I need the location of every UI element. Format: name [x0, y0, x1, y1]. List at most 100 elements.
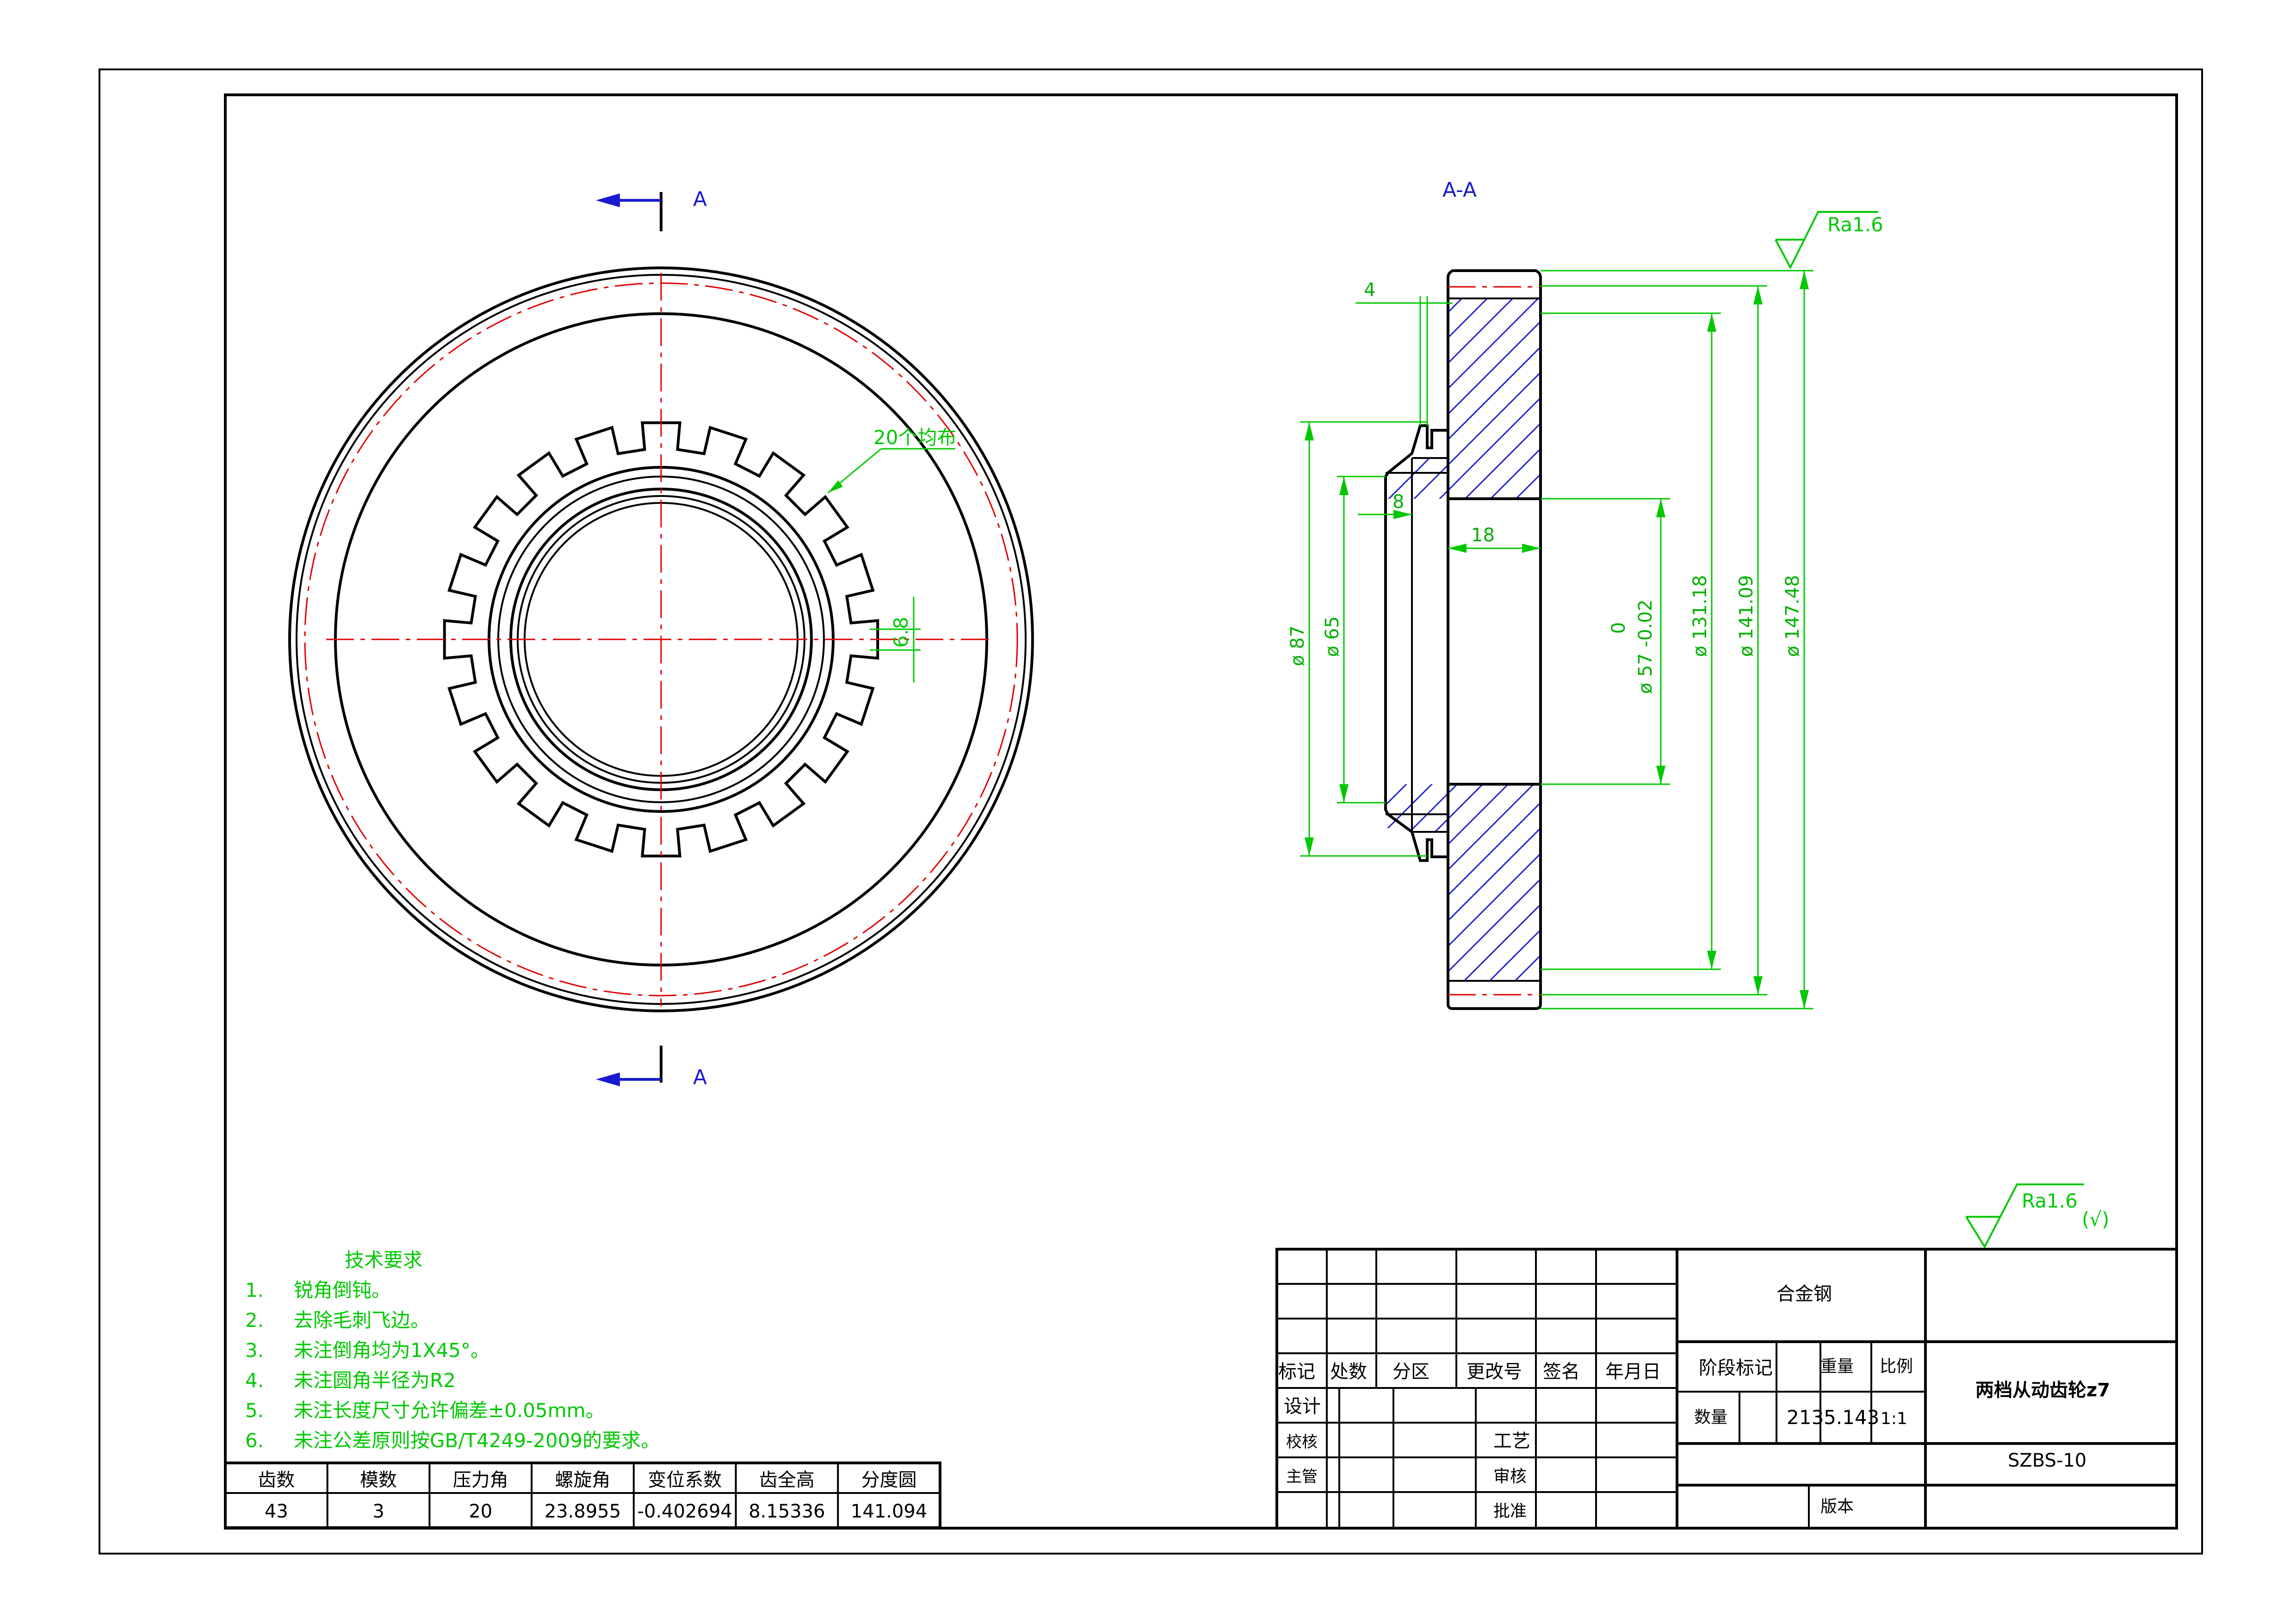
rim-outline [1447, 269, 1542, 1010]
gear-table-value: -0.402694 [637, 1501, 732, 1522]
tb-scale-value: 1:1 [1881, 1409, 1907, 1428]
arrow-65-top [1339, 477, 1349, 495]
hatch-line [1564, 782, 1765, 983]
tb-rev-header: 标记 [1278, 1361, 1315, 1382]
hatch-line [1461, 298, 1541, 499]
general-roughness: Ra1.6 (√) [1965, 1183, 2110, 1249]
section-marker-top: A [693, 187, 707, 211]
hatch-line [1157, 296, 1362, 502]
tech-item-num: 4. [245, 1369, 264, 1392]
tech-item-num: 3. [245, 1339, 264, 1362]
dim-57-upper: 0 [1608, 622, 1629, 634]
hatch-line [1564, 296, 1770, 502]
tb-approve: 批准 [1493, 1502, 1527, 1521]
section-marker-bottom: A [693, 1065, 707, 1089]
dim-131: ø 131.18 [1690, 575, 1711, 657]
hatch-bottom [1106, 782, 1841, 983]
tech-item-text: 锐角倒钝。 [294, 1279, 391, 1301]
front-view: 20个均布 6.8 A A [288, 187, 1034, 1089]
gear-table-value: 43 [265, 1501, 288, 1522]
general-roughness-value: Ra1.6 [2022, 1189, 2078, 1212]
tb-rev-header: 分区 [1392, 1361, 1430, 1382]
arrow-87-top [1305, 422, 1314, 440]
tech-item-text: 未注长度尺寸允许偏差±0.05mm。 [294, 1399, 605, 1422]
gear-table-value: 23.8955 [545, 1501, 621, 1522]
hatch-line [1410, 784, 1541, 981]
arrow-57-top [1656, 499, 1665, 517]
hatch-line [1512, 784, 1541, 981]
dim-65: ø 65 [1322, 616, 1343, 657]
tb-weight-value: 2135.143 [1787, 1406, 1879, 1429]
section-arrow-bottom [596, 1072, 620, 1086]
hatch-line [1131, 782, 1332, 983]
hatch-line [1386, 784, 1511, 981]
section-view: A-A Ra1.6 [1106, 178, 1883, 1010]
hatch-line [1386, 298, 1491, 499]
roughness-symbol [1775, 211, 1878, 270]
arrow-57-bottom [1656, 766, 1665, 784]
gear-table-value: 8.15336 [749, 1501, 825, 1522]
arrow-8 [1393, 510, 1412, 519]
inner-frame [224, 93, 2178, 1530]
tb-part-name: 两档从动齿轮z7 [1975, 1380, 2110, 1401]
hatch-line [1486, 784, 1541, 981]
hatch-line [1386, 784, 1537, 981]
hatch-line [1386, 298, 1465, 499]
gear-table-value: 20 [469, 1501, 492, 1522]
hatch-line [1386, 298, 1414, 499]
tb-rev-header: 签名 [1543, 1361, 1580, 1382]
hatch-line [1106, 296, 1312, 502]
tech-item-text: 未注圆角半径为R2 [294, 1369, 456, 1392]
tech-item-num: 1. [245, 1279, 264, 1301]
hatch-line [1640, 782, 1841, 983]
gear-table-header: 齿数 [258, 1469, 295, 1491]
gear-parameter-table: 齿数43模数3压力角20螺旋角23.8955变位系数-0.402694齿全高8.… [224, 1462, 941, 1529]
hatch-line [1512, 298, 1541, 499]
tech-title: 技术要求 [345, 1249, 422, 1271]
arrow-131-bottom [1707, 951, 1716, 969]
hatch-line [1386, 784, 1486, 981]
tb-rev-header: 更改号 [1467, 1361, 1522, 1382]
gear-table-header: 压力角 [453, 1469, 508, 1491]
section-title: A-A [1442, 178, 1477, 202]
tb-review: 审核 [1493, 1467, 1527, 1486]
tb-design: 设计 [1284, 1396, 1321, 1417]
gear-table-value: 141.094 [851, 1501, 927, 1522]
hatch-line [1106, 782, 1307, 983]
gear-table-header: 齿全高 [759, 1469, 815, 1491]
gear-table-frame [224, 1462, 941, 1529]
spline-note: 20个均布 [873, 426, 956, 449]
tech-requirements: 技术要求 1.锐角倒钝。2.去除毛刺飞边。3.未注倒角均为1X45°。4.未注圆… [245, 1249, 660, 1452]
gear-table-header: 分度圆 [861, 1469, 917, 1491]
hatch-line [1461, 784, 1541, 981]
hatch-line [1589, 296, 1795, 502]
gear-table-header: 模数 [360, 1469, 397, 1491]
dim-57: ø 57 -0.02 [1635, 600, 1656, 694]
arrow-65-bottom [1339, 784, 1349, 803]
tech-item-text: 未注公差原则按GB/T4249-2009的要求。 [294, 1429, 660, 1452]
tb-stage-mark: 阶段标记 [1699, 1357, 1773, 1379]
dim-4: 4 [1364, 279, 1375, 301]
hatch-top [1106, 296, 1846, 502]
hatch-line [1640, 296, 1846, 502]
hatch-line [1157, 782, 1358, 983]
hatch-line [1486, 298, 1541, 499]
arrow-141-top [1753, 286, 1763, 304]
tb-weight: 重量 [1820, 1357, 1854, 1376]
hatch-line [1436, 784, 1541, 981]
gear-table-header: 变位系数 [648, 1469, 722, 1491]
hatch-line [1386, 784, 1410, 981]
arrow-141-bottom [1753, 976, 1763, 995]
tb-process: 工艺 [1493, 1431, 1530, 1452]
tb-rev-header: 年月日 [1605, 1361, 1661, 1382]
arrow-87-bottom [1305, 837, 1314, 856]
arrow-147-top [1800, 271, 1809, 289]
arrow-147-bottom [1800, 990, 1809, 1009]
tech-item-text: 去除毛刺飞边。 [294, 1309, 430, 1332]
hatch-line [1410, 298, 1541, 499]
roughness-main: Ra1.6 [1827, 213, 1883, 236]
spline-leader-arrow [828, 480, 843, 493]
tech-item-num: 2. [245, 1309, 264, 1332]
dim-87: ø 87 [1287, 626, 1308, 666]
dim-141: ø 141.09 [1736, 575, 1757, 657]
